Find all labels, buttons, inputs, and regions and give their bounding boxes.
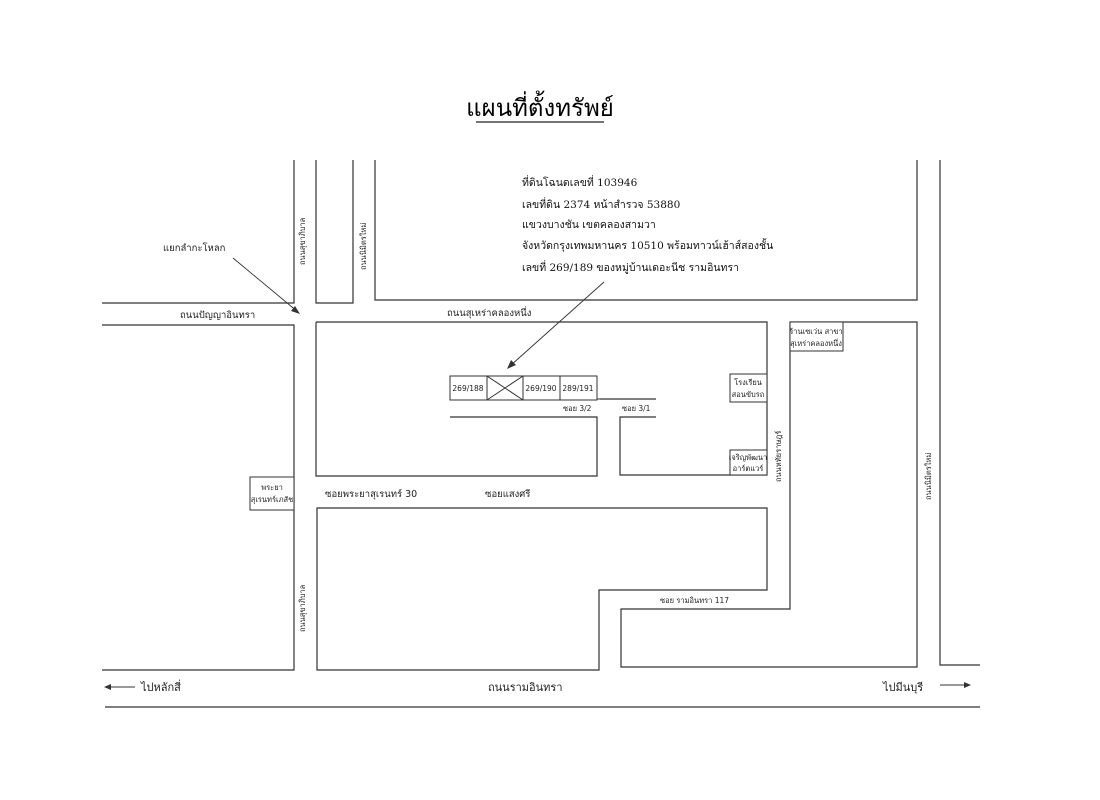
landmark-box bbox=[249, 476, 295, 511]
road-label: ซอยแสงศรี bbox=[485, 488, 530, 500]
road-label: ซอย 3/2 bbox=[563, 404, 592, 413]
unit-label: 289/191 bbox=[562, 384, 593, 393]
unit-label: 269/190 bbox=[525, 384, 556, 393]
landmark-label: สอนขับรถ bbox=[732, 390, 765, 399]
property-units: 269/188 269/190 289/191 bbox=[449, 375, 656, 401]
unit-box bbox=[559, 375, 598, 401]
landmark-box bbox=[789, 321, 844, 352]
landmark-box bbox=[729, 373, 768, 403]
road-labels: แยกลำกะโหลก ถนนปัญญาอินทรา ถนนสุเหร่าคลอ… bbox=[163, 218, 933, 694]
road-label-vertical: ถนนสุขาภิบาล bbox=[298, 218, 307, 265]
road-label-vertical: ถนนนิมิตรใหม่ bbox=[359, 223, 368, 270]
landmarks: พระยา สุเรนทร์เภสัช โรงเรียน สอนขับรถ ร้… bbox=[249, 321, 844, 511]
direction-indicators: ไปหลักสี่ ไปมีนบุรี bbox=[104, 679, 971, 694]
landmark-label: พระยา bbox=[261, 483, 283, 492]
direction-left-label: ไปหลักสี่ bbox=[140, 679, 181, 694]
road-edge bbox=[620, 321, 918, 668]
landmark-box bbox=[729, 449, 768, 476]
landmark-label: สุเหร่าคลองหนึ่ง bbox=[790, 338, 842, 348]
road-edge bbox=[374, 160, 918, 301]
road-edge bbox=[939, 160, 980, 666]
landmark-label: ร้านเซเว่น สาขา bbox=[789, 327, 842, 336]
road-label: ถนนรามอินทรา bbox=[488, 681, 563, 694]
left-arrow-icon bbox=[104, 684, 111, 690]
property-info: ที่ดินโฉนดเลขที่ 103946 เลขที่ดิน 2374 ห… bbox=[522, 175, 773, 274]
right-arrow-icon bbox=[964, 682, 971, 688]
road-edge bbox=[315, 160, 354, 304]
road-label-vertical: ถนนหทัยราษฎร์ bbox=[774, 431, 783, 482]
road-label: ถนนปัญญาอินทรา bbox=[180, 310, 255, 321]
road-label: ซอย รามอินทรา 117 bbox=[660, 596, 729, 605]
road-edge bbox=[316, 507, 768, 671]
unit-label: 269/188 bbox=[452, 384, 483, 393]
road-edge bbox=[315, 322, 598, 477]
road-label: ถนนสุเหร่าคลองหนึ่ง bbox=[447, 306, 531, 319]
property-info-line: เลขที่ 269/189 ของหมู่บ้านเดอะนีช รามอิน… bbox=[522, 260, 739, 274]
road-label: ซอยพระยาสุเรนทร์ 30 bbox=[325, 488, 417, 500]
property-info-line: แขวงบางชัน เขตคลองสามวา bbox=[522, 219, 656, 231]
property-info-line: ที่ดินโฉนดเลขที่ 103946 bbox=[522, 175, 638, 189]
landmark-label: อาร์ตแวร์ bbox=[733, 464, 764, 473]
property-info-line: จังหวัดกรุงเทพมหานคร 10510 พร้อมทาวน์เฮ้… bbox=[522, 238, 773, 252]
road-edge bbox=[102, 160, 295, 304]
road-label-vertical: ถนนนิมิตรใหม่ bbox=[924, 453, 933, 500]
unit-box bbox=[522, 375, 561, 401]
junction-label: แยกลำกะโหลก bbox=[163, 242, 226, 254]
road-label: ซอย 3/1 bbox=[622, 404, 651, 413]
property-info-line: เลขที่ดิน 2374 หน้าสำรวจ 53880 bbox=[522, 197, 680, 211]
landmark-label: สุเรนทร์เภสัช bbox=[251, 495, 293, 504]
map-title: แผนที่ตั้งทรัพย์ bbox=[466, 90, 614, 122]
pointer-arrows bbox=[232, 257, 605, 369]
landmark-label: โรงเรียน bbox=[734, 378, 762, 387]
landmark-label: เจริญพัฒนา bbox=[729, 453, 767, 462]
direction-right-label: ไปมีนบุรี bbox=[882, 681, 923, 694]
road-label-vertical: ถนนสุขาภิบาล bbox=[298, 585, 307, 632]
